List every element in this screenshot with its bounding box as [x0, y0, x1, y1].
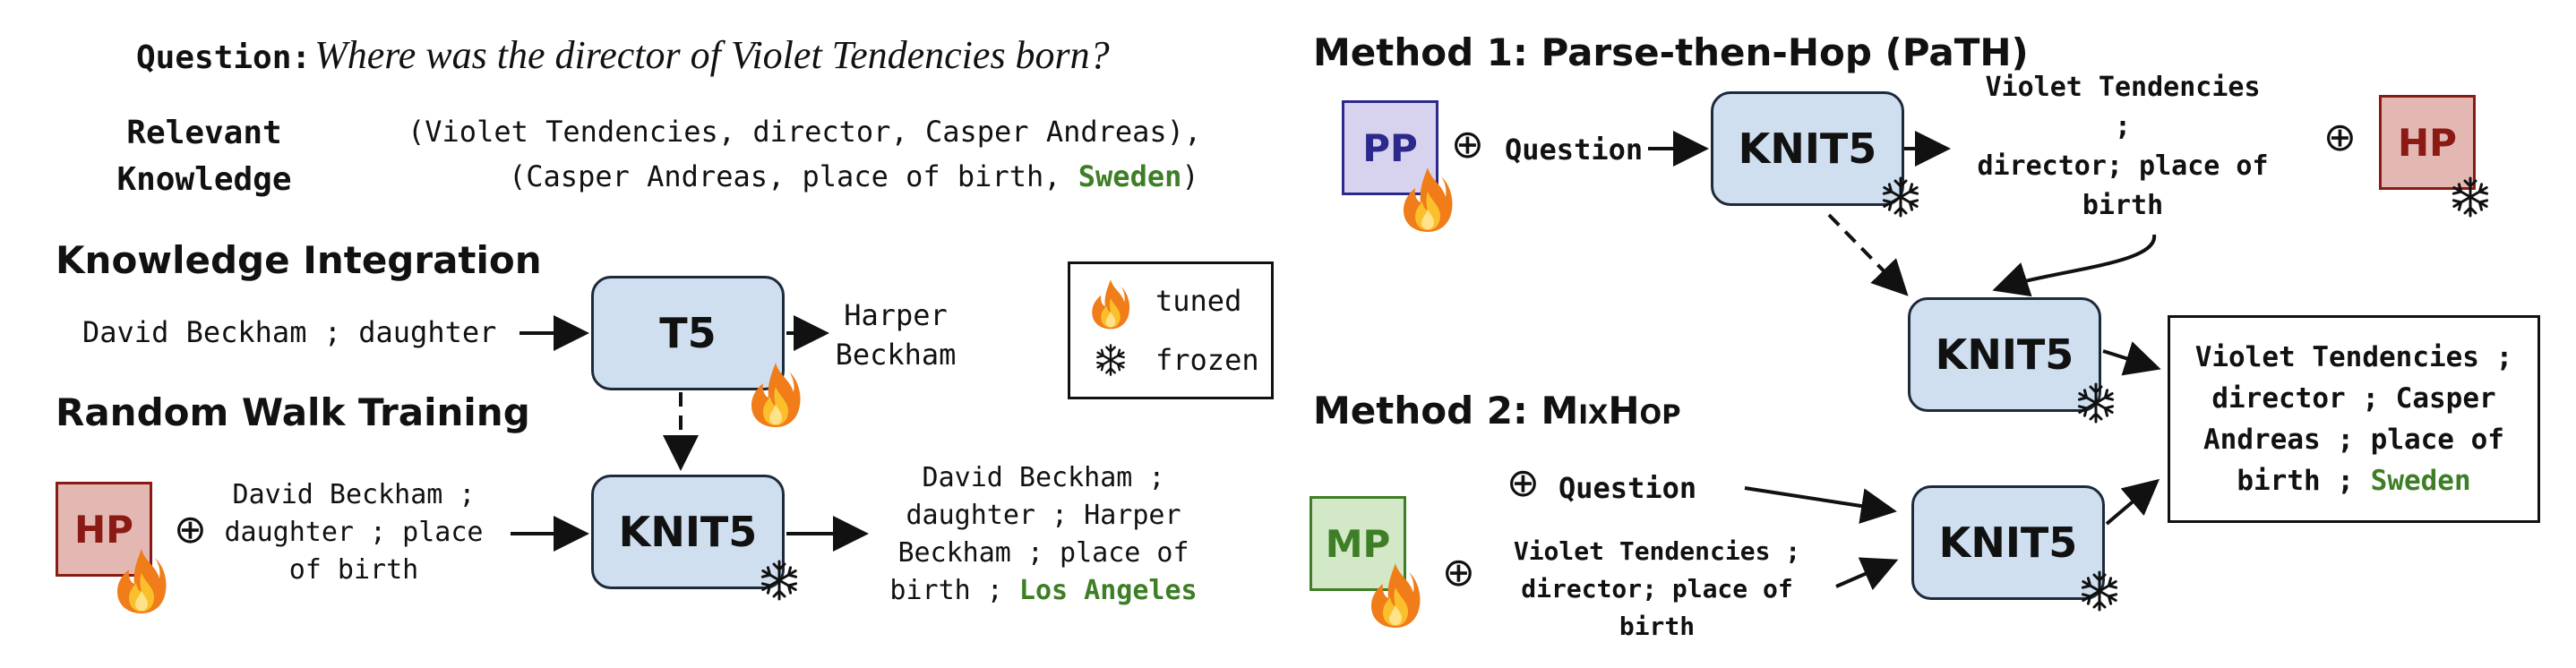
m1-pp-fire-icon	[1401, 165, 1455, 233]
knowledge-integration-title: Knowledge Integration	[56, 238, 542, 282]
rw-input-line2: daughter ; place	[224, 517, 484, 548]
m1-knit5-model-box: KNIT5	[1711, 91, 1904, 206]
random-walk-title: Random Walk Training	[56, 390, 530, 434]
final-output-line3: Andreas ; place of	[2203, 424, 2504, 456]
knowledge-answer: Sweden	[1078, 159, 1182, 193]
m2-hop-input-line1: Violet Tendencies ;	[1513, 536, 1801, 566]
m1-parse-output-line1: Violet Tendencies ;	[1985, 72, 2261, 142]
rw-output-line1: David Beckham ;	[922, 462, 1165, 493]
legend: tuned frozen	[1068, 261, 1274, 399]
m2-hop-input-line2: director; place of birth	[1521, 574, 1793, 641]
arrow-m1-parse-to-hop-knit5	[1992, 234, 2157, 297]
arrow-m1-knit5-to-hop-knit5	[1827, 213, 1909, 296]
m2-knit5-snowflake-icon	[2078, 570, 2121, 612]
question-line: Question: Where was the director of Viol…	[136, 32, 1110, 78]
legend-frozen-label: frozen	[1155, 343, 1259, 377]
m1-plus-hp-icon: ⊕	[2323, 115, 2357, 160]
m1-parse-prompt-box: PP	[1342, 100, 1438, 195]
method1-title: Method 1: Parse-then-Hop (PaTH)	[1313, 30, 2029, 74]
knowledge-triple-1: (Violet Tendencies, director, Casper And…	[408, 115, 1202, 149]
ki-output-line2: Beckham	[835, 338, 957, 372]
m2-plus-hop-icon: ⊕	[1442, 550, 1475, 595]
m1-question-label: Question	[1505, 133, 1644, 167]
relevant-knowledge-label: Relevant Knowledge	[106, 107, 303, 206]
final-output-text: Violet Tendencies ; director ; Casper An…	[2168, 315, 2540, 523]
arrow-m2-question-to-knit5	[1744, 486, 1897, 524]
m2-knit5-model-box: KNIT5	[1911, 485, 2105, 600]
rw-input-line3: of birth	[288, 554, 419, 586]
method2-title: Method 2: MixHop	[1313, 389, 1680, 432]
legend-snowflake-icon	[1094, 343, 1128, 377]
m1-parse-output-line3: birth	[2082, 190, 2164, 221]
method2-title-name: MixHop	[1541, 389, 1681, 432]
ki-input: David Beckham ; daughter	[82, 315, 497, 349]
t5-fire-icon	[749, 360, 803, 428]
knowledge-triple-2: (Casper Andreas, place of birth, Sweden)	[509, 159, 1199, 193]
rw-input-line1: David Beckham ;	[232, 479, 476, 510]
arrow-m1-hop-knit5-to-output	[2102, 341, 2161, 376]
m1-hp-snowflake-icon	[2449, 176, 2492, 218]
legend-tuned-label: tuned	[1155, 284, 1242, 318]
m2-mix-prompt-box: MP	[1309, 496, 1406, 591]
m1-hop-knit5-snowflake-icon	[2074, 381, 2117, 424]
question-text: Where was the director of Violet Tendenc…	[314, 33, 1110, 77]
final-output-line4-prefix: birth ;	[2237, 465, 2371, 497]
m1-knit5-snowflake-icon	[1879, 176, 1922, 218]
final-output-answer: Sweden	[2370, 465, 2471, 497]
m2-plus-question-icon: ⊕	[1507, 460, 1540, 506]
m1-parse-output-line2: director; place of	[1977, 150, 2269, 182]
arrow-m2-hop-input-to-knit5	[1835, 557, 1899, 591]
relevant-label-line2: Knowledge	[116, 161, 292, 198]
final-output-box	[2168, 315, 2540, 523]
final-output-line1: Violet Tendencies ;	[2194, 341, 2513, 373]
m1-parse-output: Violet Tendencies ; director; place of b…	[1971, 72, 2275, 221]
t5-model-box: T5	[591, 276, 785, 390]
rw-output-line3: Beckham ; place of	[897, 537, 1189, 569]
rw-knit5-model-box: KNIT5	[591, 475, 785, 589]
question-label: Question:	[136, 39, 312, 76]
knowledge-triple-2-text: (Casper Andreas, place of birth,	[509, 159, 1078, 193]
relevant-label-line1: Relevant	[126, 115, 282, 151]
rw-output: David Beckham ; daughter ; Harper Beckha…	[887, 458, 1200, 611]
legend-fire-icon	[1090, 277, 1131, 330]
m1-hop-knit5-model-box: KNIT5	[1908, 297, 2101, 412]
ki-output: Harper Beckham	[829, 292, 963, 378]
m2-hop-input: Violet Tendencies ; director; place of b…	[1478, 536, 1836, 641]
method2-title-prefix: Method 2:	[1313, 389, 1541, 432]
ki-output-line1: Harper	[844, 298, 948, 332]
rw-hop-prompt-box: HP	[56, 482, 152, 577]
knowledge-triple-2-close: )	[1181, 159, 1199, 193]
rw-knit5-snowflake-icon	[758, 559, 801, 602]
arrow-m2-knit5-to-output	[2105, 478, 2160, 526]
rw-output-line4: birth ; Los Angeles	[889, 572, 1197, 610]
m2-question-label: Question	[1558, 471, 1697, 505]
m1-plus-icon: ⊕	[1451, 122, 1484, 167]
rw-input: David Beckham ; daughter ; place of birt…	[224, 475, 484, 591]
rw-output-line2: daughter ; Harper	[906, 500, 1181, 531]
rw-hp-fire-icon	[115, 546, 168, 614]
m1-hop-prompt-box: HP	[2379, 95, 2476, 190]
rw-output-answer: Los Angeles	[1018, 575, 1198, 606]
final-output-line2: director ; Casper	[2211, 382, 2496, 415]
rw-plus-icon: ⊕	[174, 507, 207, 552]
rw-output-line4-prefix: birth ;	[889, 575, 1019, 606]
m2-mp-fire-icon	[1369, 561, 1422, 629]
final-output-line4: birth ; Sweden	[2237, 460, 2470, 501]
